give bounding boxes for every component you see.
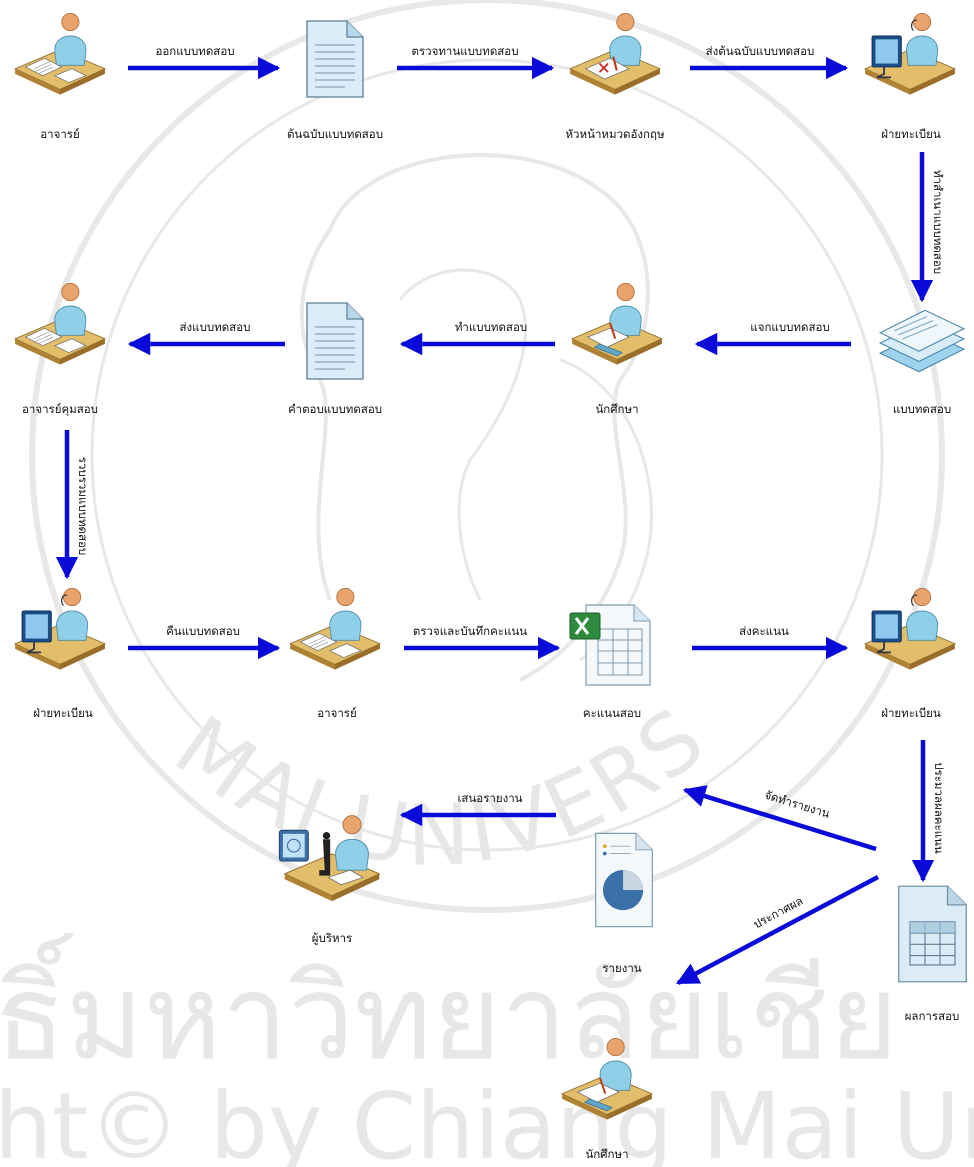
flow-edge-n3-n4: ส่งต้นฉบับแบบทดสอบ bbox=[690, 44, 849, 80]
registrar-at-computer-icon bbox=[865, 13, 955, 94]
node-n1: อาจารย์ bbox=[15, 13, 105, 141]
node-n10: อาจารย์ bbox=[290, 588, 380, 720]
flow-edge-label: ทำสำเนาแบบทดสอบ bbox=[931, 170, 945, 274]
flow-edge-n2-n3: ตรวจทานแบบทดสอบ bbox=[397, 44, 555, 80]
flow-edge-n10-n11: ตรวจและบันทึกคะแนน bbox=[404, 624, 561, 660]
node-label: หัวหน้าหมวดอังกฤษ bbox=[565, 127, 664, 141]
teacher-at-desk-icon bbox=[290, 588, 380, 669]
node-label: ฝ่ายทะเบียน bbox=[33, 706, 93, 720]
flow-edge-label: ส่งแบบทดสอบ bbox=[180, 320, 251, 334]
node-n14: รายงาน bbox=[595, 832, 653, 975]
flow-edge-n1-n2: ออกแบบทดสอบ bbox=[128, 44, 281, 80]
executive-at-desk-icon bbox=[279, 816, 379, 901]
flow-edge-n6-n7: ทำแบบทดสอบ bbox=[399, 320, 555, 356]
flow-edge-n13-n14: จัดทำรายงาน bbox=[682, 785, 877, 852]
watermark-thai-text: ธิ์มหาวิทยาลัยเชีย bbox=[0, 933, 898, 1086]
table-document-icon bbox=[898, 885, 967, 983]
node-n3: หัวหน้าหมวดอังกฤษ bbox=[565, 13, 665, 141]
student-at-desk-icon bbox=[572, 283, 662, 364]
flow-edge-label: ประมวลผลคะแนน bbox=[932, 762, 946, 854]
node-n12: ฝ่ายทะเบียน bbox=[865, 588, 955, 720]
node-label: อาจารย์คุมสอบ bbox=[22, 402, 98, 416]
node-n16: นักศึกษา bbox=[562, 1038, 652, 1161]
node-label: ต้นฉบับแบบทดสอบ bbox=[287, 127, 383, 141]
flow-edge-label: ประกาศผล bbox=[751, 894, 805, 932]
flow-edge-label: รวบรวมแบบทดสอบ bbox=[76, 457, 90, 555]
node-label: ฝ่ายทะเบียน bbox=[881, 127, 941, 141]
university-seal-watermark bbox=[29, 0, 945, 913]
flow-edge-n14-n15: เสนอรายงาน bbox=[399, 791, 556, 827]
node-n8: อาจารย์คุมสอบ bbox=[15, 283, 105, 416]
excel-file-icon bbox=[568, 603, 652, 687]
flow-edge-n4-n5: ทำสำเนาแบบทดสอบ bbox=[910, 152, 945, 303]
flow-edge-n9-n10: คืนแบบทดสอบ bbox=[128, 624, 281, 660]
node-label: คะแนนสอบ bbox=[583, 706, 641, 720]
report-document-icon bbox=[595, 832, 653, 928]
flow-arrow bbox=[682, 785, 877, 852]
node-label: ผลการสอบ bbox=[905, 1009, 960, 1023]
nodes-layer: อาจารย์ต้นฉบับแบบทดสอบหัวหน้าหมวดอังกฤษฝ… bbox=[15, 13, 967, 1161]
paper-stack-icon bbox=[879, 309, 965, 373]
node-label: ฝ่ายทะเบียน bbox=[881, 706, 941, 720]
teacher-at-desk-icon bbox=[15, 283, 105, 364]
flow-edge-n7-n8: ส่งแบบทดสอบ bbox=[127, 320, 285, 356]
node-label: รายงาน bbox=[602, 961, 641, 975]
node-n6: นักศึกษา bbox=[572, 283, 662, 416]
node-label: นักศึกษา bbox=[585, 1147, 628, 1161]
flow-edge-n5-n6: แจกแบบทดสอบ bbox=[694, 320, 851, 356]
flow-edge-n11-n12: ส่งคะแนน bbox=[692, 624, 849, 660]
flow-edge-label: ตรวจทานแบบทดสอบ bbox=[411, 44, 518, 58]
registrar-at-computer-icon bbox=[15, 588, 105, 669]
node-label: ผู้บริหาร bbox=[312, 931, 352, 945]
document-icon bbox=[306, 302, 364, 380]
flow-edge-n8-n9: รวบรวมแบบทดสอบ bbox=[55, 430, 90, 580]
flow-edge-label: ส่งคะแนน bbox=[739, 624, 789, 638]
flow-arrow bbox=[676, 875, 880, 985]
node-n4: ฝ่ายทะเบียน bbox=[865, 13, 955, 141]
node-n9: ฝ่ายทะเบียน bbox=[15, 588, 105, 720]
node-label: คำตอบแบบทดสอบ bbox=[288, 402, 382, 416]
node-n5: แบบทดสอบ bbox=[879, 309, 965, 416]
flow-edge-label: ตรวจและบันทึกคะแนน bbox=[413, 624, 527, 638]
registrar-at-computer-icon bbox=[865, 588, 955, 669]
node-label: อาจารย์ bbox=[40, 127, 79, 141]
edges-layer: ออกแบบทดสอบ ตรวจทานแบบทดสอบ ส่งต้นฉบับแบบท… bbox=[55, 44, 946, 985]
flow-edge-n12-n13: ประมวลผลคะแนน bbox=[911, 740, 946, 883]
node-label: นักศึกษา bbox=[595, 402, 638, 416]
flow-edge-label: ออกแบบทดสอบ bbox=[155, 44, 234, 58]
node-label: อาจารย์ bbox=[317, 706, 356, 720]
flow-edge-label: ทำแบบทดสอบ bbox=[455, 320, 527, 334]
flow-edge-label: เสนอรายงาน bbox=[457, 791, 522, 805]
document-icon bbox=[306, 20, 364, 98]
watermark-copyright-text: ht© by Chiang Mai Univ bbox=[0, 1073, 974, 1167]
flow-edge-n13-n16: ประกาศผล bbox=[676, 875, 880, 985]
flow-edge-label: ส่งต้นฉบับแบบทดสอบ bbox=[706, 44, 815, 58]
node-n7: คำตอบแบบทดสอบ bbox=[288, 302, 382, 416]
reviewer-at-desk-icon bbox=[570, 13, 660, 94]
node-n11: คะแนนสอบ bbox=[568, 603, 652, 720]
student-at-desk-icon bbox=[562, 1038, 652, 1119]
node-n2: ต้นฉบับแบบทดสอบ bbox=[287, 20, 383, 141]
node-n15: ผู้บริหาร bbox=[279, 816, 379, 945]
flow-edge-label: คืนแบบทดสอบ bbox=[166, 624, 240, 638]
teacher-at-desk-icon bbox=[15, 13, 105, 94]
node-label: แบบทดสอบ bbox=[893, 402, 951, 416]
flow-edge-label: แจกแบบทดสอบ bbox=[750, 320, 829, 334]
node-n13: ผลการสอบ bbox=[898, 885, 967, 1023]
